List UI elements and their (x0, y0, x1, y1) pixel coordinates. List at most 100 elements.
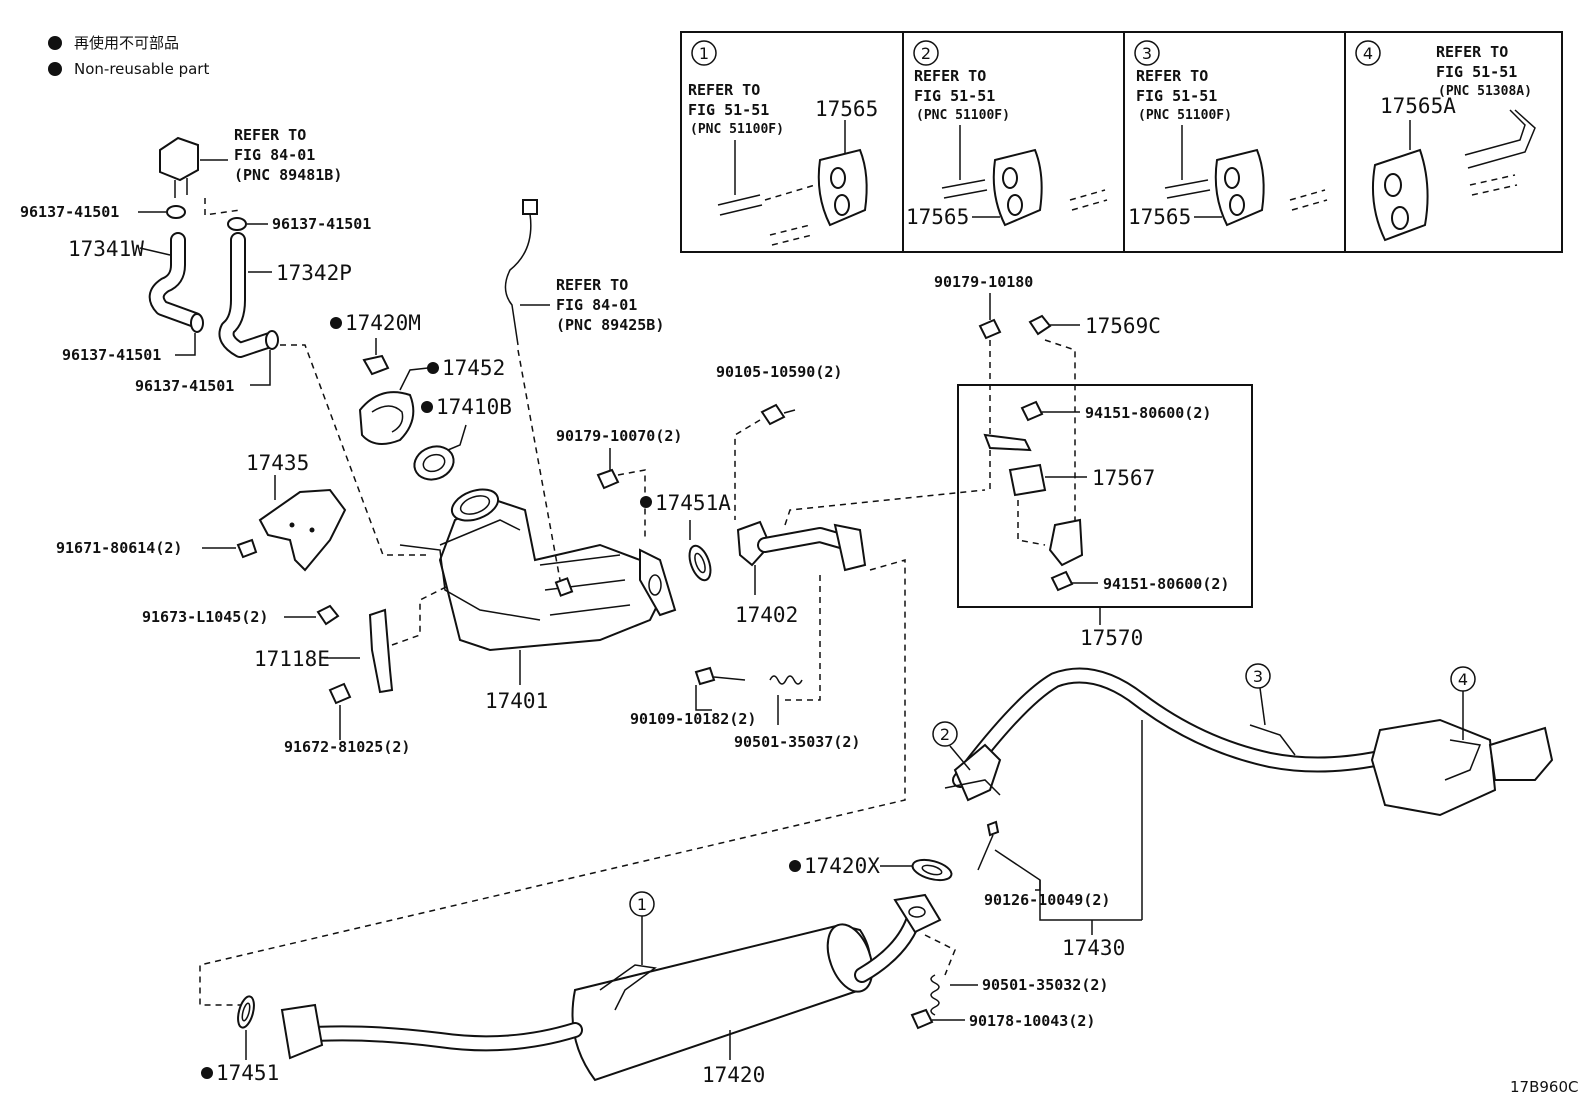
hose-clip-icon (265, 330, 279, 350)
callout-circle (1245, 663, 1271, 689)
label-91671-80614: 91671-80614(2) (56, 539, 182, 557)
refer-o2-line-3: (PNC 89425B) (556, 316, 664, 334)
detail-box-3: 3 REFER TO FIG 51-51 (PNC 51100F) 17565 (1128, 40, 1328, 229)
stud-bolt-icon (986, 820, 1000, 837)
rubber-hanger-icon (1372, 148, 1429, 242)
refer-line-1: REFER TO (688, 81, 760, 99)
flange-icon (639, 548, 677, 617)
label-90501-35037: 90501-35037(2) (734, 733, 860, 751)
hanger-part-label: 17565 (906, 205, 969, 229)
front-pipe-fasteners: 90179-10070(2) 17451A (556, 427, 731, 582)
spring-icon (769, 675, 803, 685)
refer-line-1: REFER TO (1136, 67, 1208, 85)
label-17569c: 17569C (1085, 314, 1161, 338)
nut-icon (910, 1008, 934, 1030)
detail-box-number: 2 (921, 44, 931, 63)
non-reusable-dot-icon (48, 62, 62, 76)
rubber-hanger-icon (817, 148, 868, 227)
refer-line-3: (PNC 51100F) (1138, 108, 1232, 123)
detail-box-number: 1 (699, 44, 709, 63)
legend: 再使用不可部品 Non-reusable part (48, 34, 209, 78)
label-17451: 17451 (216, 1061, 279, 1085)
tail-silencer-icon (1370, 718, 1497, 817)
label-96137-41501-b: 96137-41501 (272, 215, 371, 233)
label-17420: 17420 (702, 1063, 765, 1087)
o2-sensor-group: REFER TO FIG 84-01 (PNC 89425B) (504, 199, 664, 581)
label-94151-80600-a: 94151-80600(2) (1085, 404, 1211, 422)
callout-circle (932, 721, 958, 747)
callout-3: 3 (1253, 667, 1263, 686)
detail-box-2: 2 REFER TO FIG 51-51 (PNC 51100F) 17565 (906, 40, 1108, 229)
hose-clip-icon (227, 217, 247, 231)
label-91672-81025: 91672-81025(2) (284, 738, 410, 756)
exhaust-manifold-converter: 17401 (399, 488, 677, 713)
refer-o2-line-2: FIG 84-01 (556, 296, 637, 314)
label-90109-10182: 90109-10182(2) (630, 710, 756, 728)
tail-tip-icon (1488, 726, 1554, 781)
label-17420m: 17420M (345, 311, 421, 335)
label-90501-35032: 90501-35032(2) (982, 976, 1108, 994)
bracket-plate-icon (983, 433, 1032, 452)
gasket-17452-icon (358, 391, 415, 445)
label-90126-10049: 90126-10049(2) (984, 891, 1110, 909)
refer-sensor-line-3: (PNC 89481B) (234, 166, 342, 184)
hose-clip-icon (190, 313, 204, 333)
label-17451a: 17451A (655, 491, 731, 515)
center-muffler-group: 17420X 1 17420 90501-35032(2) 90178-1004… (201, 854, 1108, 1087)
spring-icon (930, 974, 940, 1016)
detail-box-1: 1 REFER TO FIG 51-51 (PNC 51100F) 17565 (688, 40, 878, 246)
bolt-icon (694, 666, 716, 686)
nut-icon (1050, 570, 1074, 592)
detail-boxes: 1 REFER TO FIG 51-51 (PNC 51100F) 17565 … (680, 31, 1563, 253)
bracket-17118e-icon (368, 608, 394, 694)
bracket-17570-icon (1048, 518, 1084, 567)
front-pipe-group: 90105-10590(2) 17402 90109-10182(2) 9050… (199, 363, 986, 1006)
detail-box-number: 3 (1142, 44, 1152, 63)
bolt-icon (316, 604, 340, 626)
hose-clip-icon (166, 205, 186, 219)
refer-line-1: REFER TO (914, 67, 986, 85)
hanger-part-label: 17565 (815, 97, 878, 121)
pressure-sensor-group: REFER TO FIG 84-01 (PNC 89481B) 96137-41… (20, 126, 430, 556)
hanger-part-label: 17565A (1380, 94, 1456, 118)
manifold-fasteners: 17420M 17452 17410B (330, 311, 512, 481)
callout-4: 4 (1458, 670, 1468, 689)
refer-line-3: (PNC 51308A) (1438, 84, 1532, 99)
heat-insulator-icon (258, 488, 347, 572)
refer-line-3: (PNC 51100F) (916, 108, 1010, 123)
callout-circle (1355, 40, 1381, 66)
bolt-icon (328, 682, 352, 705)
flange-icon (736, 520, 772, 567)
label-17410b: 17410B (436, 395, 512, 419)
flange-icon (280, 1003, 324, 1060)
hanger-bracket-assembly: 90179-10180 17569C 94151-80600(2) 17567 … (934, 273, 1253, 650)
label-17402: 17402 (735, 603, 798, 627)
gasket-17451-icon (237, 995, 255, 1029)
refer-line-2: FIG 51-51 (1436, 63, 1517, 81)
detail-box-frame (680, 31, 1563, 253)
bracket-group: 91673-L1045(2) 17118E 91672-81025(2) (142, 584, 451, 756)
label-90105-10590: 90105-10590(2) (716, 363, 842, 381)
diagram-code: 17B960C (1510, 1078, 1578, 1096)
refer-line-3: (PNC 51100F) (690, 122, 784, 137)
flange-icon (953, 743, 1002, 802)
callout-circle (691, 40, 717, 66)
label-17401: 17401 (485, 689, 548, 713)
detail-box-number: 4 (1363, 44, 1373, 63)
refer-line-1: REFER TO (1436, 43, 1508, 61)
ring-gasket-icon (413, 445, 455, 481)
label-17341w: 17341W (68, 237, 144, 261)
label-17420x: 17420X (804, 854, 880, 878)
label-90179-10070: 90179-10070(2) (556, 427, 682, 445)
label-94151-80600-b: 94151-80600(2) (1103, 575, 1229, 593)
nut-icon (362, 354, 390, 376)
catalytic-converter-icon (438, 498, 662, 652)
refer-line-2: FIG 51-51 (914, 87, 995, 105)
muffler-body-icon (571, 923, 871, 1082)
label-96137-41501-c: 96137-41501 (62, 346, 161, 364)
callout-circle (1134, 40, 1160, 66)
flange-icon (893, 893, 942, 934)
label-17342p: 17342P (276, 261, 352, 285)
refer-line-2: FIG 51-51 (1136, 87, 1217, 105)
